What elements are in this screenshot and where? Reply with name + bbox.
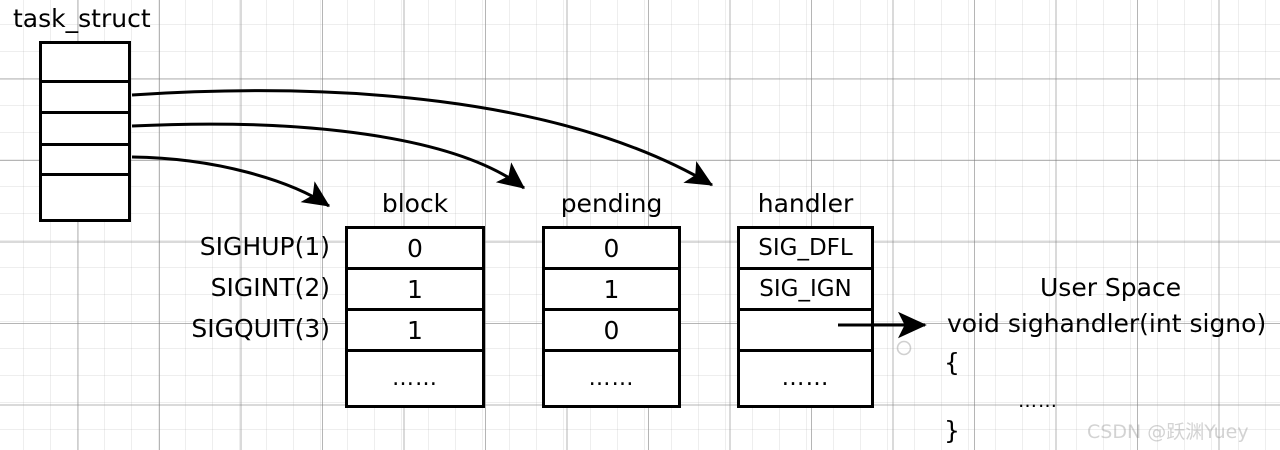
code-open-brace: { (944, 348, 960, 377)
pending-cell-3: 0 (545, 311, 678, 352)
task-struct-cell-5 (42, 176, 128, 225)
task-struct-title: task_struct (13, 4, 151, 33)
block-cell-ellipsis: …… (392, 365, 438, 391)
signal-label-column: SIGHUP(1) SIGINT(2) SIGQUIT(3) (120, 226, 330, 348)
block-cell-2: 1 (348, 270, 482, 311)
arrow-task-struct-to-block (131, 89, 714, 187)
task-struct-cell-4 (42, 146, 128, 176)
table-header-handler: handler (757, 189, 854, 218)
block-table: 0 1 1 …… (345, 226, 485, 408)
arrow-task-struct-to-pending (131, 122, 525, 190)
annotation-dot (896, 340, 912, 356)
handler-cell-3 (740, 311, 871, 352)
csdn-watermark: CSDN @跃渊Yuey (1087, 421, 1249, 443)
handler-cell-1: SIG_DFL (740, 229, 871, 270)
handler-table: SIG_DFL SIG_IGN …… (737, 226, 874, 408)
signal-label-sigquit: SIGQUIT(3) (191, 314, 330, 343)
handler-cell-2: SIG_IGN (740, 270, 871, 311)
table-header-block: block (381, 189, 449, 218)
pending-cell-1: 0 (545, 229, 678, 270)
signal-label-sighup: SIGHUP(1) (199, 232, 330, 261)
pending-table: 0 1 0 …… (542, 226, 681, 408)
handler-cell-ellipsis: …… (781, 365, 830, 391)
task-struct-cell-1 (42, 44, 128, 83)
signal-label-sigint: SIGINT(2) (210, 273, 330, 302)
block-cell-1: 0 (348, 229, 482, 270)
code-body-ellipsis: …… (1018, 390, 1058, 412)
task-struct-box (39, 41, 131, 222)
pending-cell-2: 1 (545, 270, 678, 311)
block-cell-3: 1 (348, 311, 482, 352)
arrow-task-struct-to-handler (131, 155, 330, 208)
table-header-pending: pending (560, 189, 663, 218)
user-space-title: User Space (1040, 273, 1182, 302)
pending-cell-ellipsis: …… (588, 365, 635, 391)
task-struct-cell-3 (42, 114, 128, 146)
task-struct-cell-2 (42, 83, 128, 114)
code-close-brace: } (944, 416, 960, 445)
sighandler-signature: void sighandler(int signo) (947, 309, 1267, 338)
